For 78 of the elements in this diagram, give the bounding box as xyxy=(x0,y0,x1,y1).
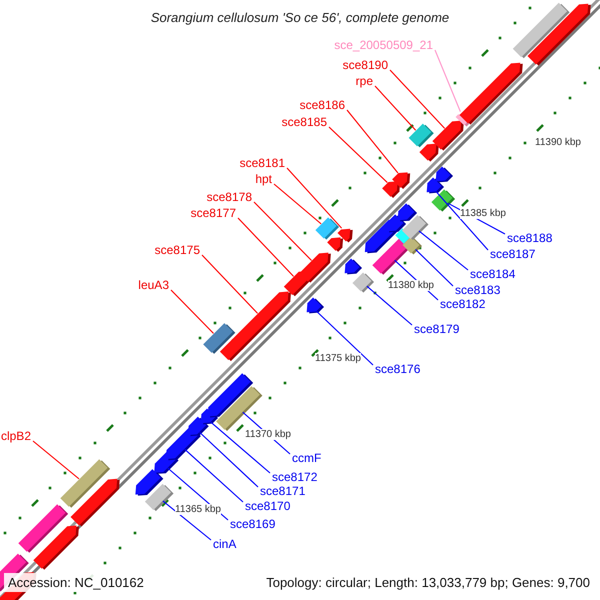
leader-line xyxy=(199,432,258,488)
leader-line xyxy=(274,184,322,224)
leader-line xyxy=(418,230,468,270)
gene-box xyxy=(431,189,456,212)
leader-line xyxy=(162,500,212,540)
leader-line xyxy=(434,50,461,112)
gene-block xyxy=(70,478,120,527)
gene-label: sce8175 xyxy=(154,244,200,257)
leader-line xyxy=(415,249,454,286)
scale-label: 11385 kbp xyxy=(460,208,506,219)
leader-line xyxy=(254,202,312,261)
leader-line xyxy=(184,448,244,502)
gene-label: sce8186 xyxy=(300,99,345,112)
gene-block xyxy=(432,120,464,151)
gene-block xyxy=(306,297,324,314)
gene-label: rpe xyxy=(356,75,373,88)
leader-line xyxy=(436,191,488,250)
gene-box xyxy=(216,386,262,431)
gene-label: clpB2 xyxy=(0,430,31,443)
gene-label: sce8176 xyxy=(375,363,420,376)
leader-line xyxy=(286,168,342,229)
gene-block xyxy=(527,4,591,66)
gene-label: sce8187 xyxy=(490,248,536,261)
gene-label: sce8181 xyxy=(240,157,285,170)
gene-label: sce8184 xyxy=(470,268,516,281)
leader-line xyxy=(210,422,270,474)
gene-label: sce8177 xyxy=(190,207,236,220)
map-title: Sorangium cellulosum 'So ce 56', complete genome xyxy=(150,10,450,25)
gene-label: sce8182 xyxy=(440,298,486,311)
leader-line xyxy=(316,311,374,366)
gene-label: sce8183 xyxy=(455,284,500,297)
leader-line xyxy=(32,440,80,480)
leader-line xyxy=(366,286,412,326)
gene-label: cinA xyxy=(213,538,236,551)
gene-block xyxy=(338,228,353,243)
gene-label: sce8178 xyxy=(206,191,252,204)
scale-label: 11390 kbp xyxy=(535,137,581,148)
gene-label: ccmF xyxy=(292,452,322,465)
gene-box xyxy=(402,236,422,255)
gene-box xyxy=(352,272,374,293)
gene-label: sce8171 xyxy=(260,485,306,498)
scale-label: 11370 kbp xyxy=(245,429,291,440)
leader-line xyxy=(328,126,388,183)
gene-block xyxy=(436,166,454,182)
gene-block xyxy=(231,291,291,350)
gene-block xyxy=(299,252,331,283)
gene-label: sce8170 xyxy=(245,500,290,513)
gene-label: sce8185 xyxy=(282,116,327,129)
gene-block xyxy=(419,144,439,162)
gene-label: sce8172 xyxy=(272,471,318,484)
gene-label: leuA3 xyxy=(138,279,169,292)
gene-box xyxy=(144,484,174,512)
gene-block xyxy=(344,258,362,274)
leader-line xyxy=(238,218,294,277)
leader-line xyxy=(202,254,258,314)
gene-block xyxy=(327,237,344,252)
gene-box xyxy=(402,214,428,240)
gene-label: hpt xyxy=(255,173,272,186)
gene-box xyxy=(408,124,434,148)
gene-label: sce8179 xyxy=(414,323,460,336)
gene-box xyxy=(315,217,340,240)
gene-block xyxy=(33,526,79,570)
gene-block xyxy=(459,62,523,125)
gene-label: sce8188 xyxy=(507,232,552,245)
scale-label: 11375 kbp xyxy=(315,353,361,364)
gene-label: sce8190 xyxy=(342,59,388,72)
gene-label: sce_20050509_21 xyxy=(334,39,433,52)
gene-label: sce8169 xyxy=(230,518,276,531)
gene-block xyxy=(382,181,400,198)
gene-block xyxy=(392,172,410,189)
genome-summary-text: Topology: circular; Length: 13,033,779 bp; Genes: 9,700 xyxy=(266,575,590,590)
scale-label: 11365 kbp xyxy=(175,504,221,515)
leader-line xyxy=(346,110,398,174)
gene-block xyxy=(398,203,418,222)
leader-line xyxy=(374,86,416,131)
leader-line xyxy=(390,70,446,129)
leader-line xyxy=(170,290,214,334)
scale-label: 11380 kbp xyxy=(388,280,434,291)
